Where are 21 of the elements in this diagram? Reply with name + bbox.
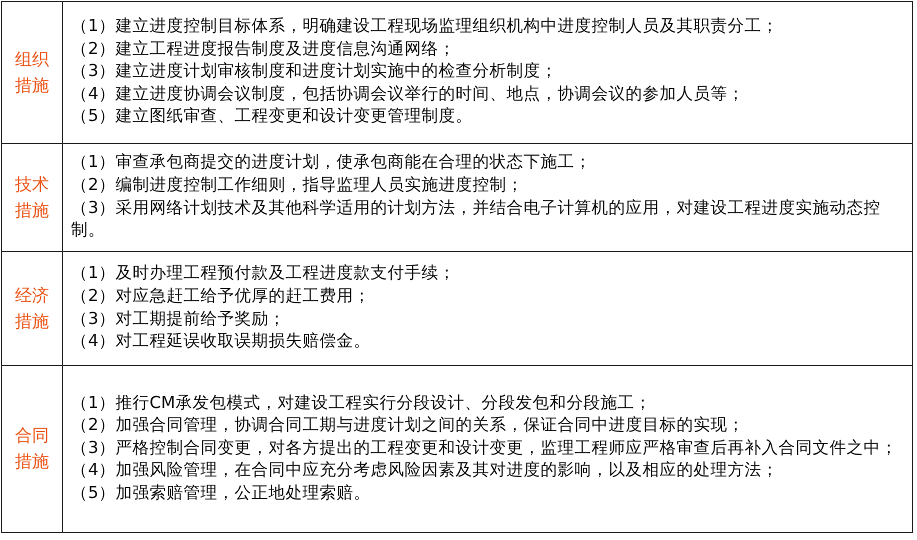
- measure-text: （2）建立工程进度报告制度及进度信息沟通网络；: [71, 38, 456, 60]
- measure-text: （2）对应急赶工给予优厚的赶工费用；: [71, 284, 372, 307]
- measure-text: （2）加强合同管理，协调合同工期与进度计划之间的关系，保证合同中进度目标的实现；: [71, 414, 746, 436]
- measure-text: （4）建立进度协调会议制度，包括协调会议举行的时间、地点，协调会议的参加人员等；: [71, 82, 746, 105]
- measure-text: （5）建立图纸审查、工程变更和设计变更管理制度。: [71, 105, 474, 128]
- measure-text: （4）对工程延误收取误期损失赔偿金。: [71, 330, 372, 352]
- category-label: 合同措施: [14, 425, 50, 474]
- category-label: 技术措施: [14, 174, 50, 222]
- measure-text: （1）审查承包商提交的进度计划，使承包商能在合理的状态下施工；: [71, 151, 592, 174]
- measure-text: （3）采用网络计划技术及其他科学适用的计划方法，并结合电子计算机的应用，对建设工程进度实施动态控制。: [71, 196, 882, 242]
- measure-text: （3）对工期提前给予奖励；: [71, 308, 286, 330]
- measure-text: （1）及时办理工程预付款及工程进度款支付手续；: [71, 262, 456, 284]
- measure-text: （1）建立进度控制目标体系，明确建设工程现场监理组织机构中进度控制人员及其职责分工；: [71, 15, 780, 38]
- category-label: 经济措施: [14, 284, 50, 334]
- measure-text: （5）加强索赔管理，公正地处理索赔。: [71, 482, 372, 504]
- measure-text: （2）编制进度控制工作细则，指导监理人员实施进度控制；: [71, 174, 524, 196]
- measure-text: （3）严格控制合同变更，对各方提出的工程变更和设计变更，监理工程师应严格审查后再补入合同文件之中；: [71, 436, 898, 459]
- measure-text: （3）建立进度计划审核制度和进度计划实施中的检查分析制度；: [71, 60, 558, 82]
- measure-text: （4）加强风险管理，在合同中应充分考虑风险因素及其对进度的影响，以及相应的处理方法；: [71, 459, 780, 482]
- category-label: 组织措施: [14, 48, 50, 98]
- measure-text: （1）推行CM承发包模式，对建设工程实行分段设计、分段发包和分段施工；: [71, 392, 652, 414]
